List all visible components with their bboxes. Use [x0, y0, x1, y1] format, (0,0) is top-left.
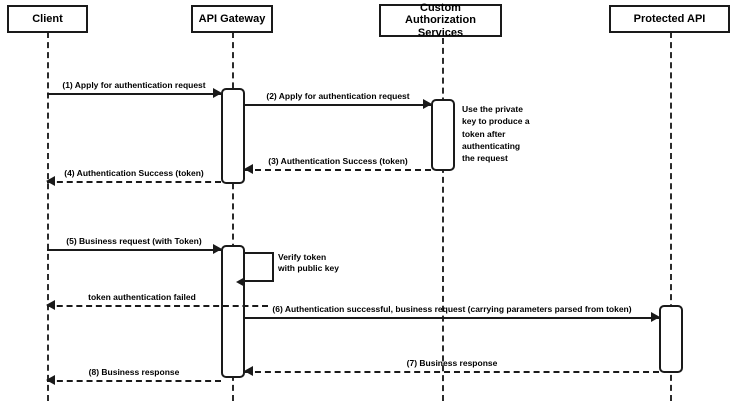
- arrowhead-left-icon: [46, 176, 55, 186]
- arrowhead-right-icon: [423, 99, 432, 109]
- message-2-label: (2) Apply for authentication request: [266, 91, 410, 101]
- message-1-label: (1) Apply for authentication request: [62, 80, 206, 90]
- message-token-auth-failed-line: [47, 305, 268, 307]
- participant-client[interactable]: Client: [7, 5, 88, 33]
- message-3-label: (3) Authentication Success (token): [268, 156, 408, 166]
- message-7-line: [245, 371, 659, 373]
- arrowhead-right-icon: [213, 88, 222, 98]
- lifeline-client: [47, 32, 49, 401]
- arrowhead-left-icon: [244, 164, 253, 174]
- message-6-line: [245, 317, 659, 319]
- self-message-verify-token-label: Verify token with public key: [278, 252, 339, 274]
- message-4-line: [47, 181, 221, 183]
- arrowhead-right-icon: [651, 312, 660, 322]
- lifeline-custom-auth: [442, 38, 444, 401]
- participant-protected-api-label: Protected API: [633, 12, 706, 25]
- activation-protected-api-1[interactable]: [659, 305, 683, 373]
- lifeline-api-gateway: [232, 32, 234, 401]
- message-4-label: (4) Authentication Success (token): [64, 168, 204, 178]
- self-message-verify-token[interactable]: [236, 252, 274, 287]
- participant-protected-api[interactable]: Protected API: [609, 5, 730, 33]
- note-private-key: Use the private key to produce a token a…: [462, 104, 530, 164]
- message-2-line: [245, 104, 431, 106]
- message-5-line: [47, 249, 221, 251]
- activation-api-gateway-1[interactable]: [221, 88, 245, 184]
- participant-client-label: Client: [32, 12, 63, 25]
- activation-api-gateway-2[interactable]: [221, 245, 245, 378]
- message-8-label: (8) Business response: [88, 367, 180, 377]
- participant-custom-auth-label: Custom Authorization Services: [405, 1, 476, 39]
- arrowhead-left-icon: [236, 277, 245, 287]
- message-5-label: (5) Business request (with Token): [66, 236, 202, 246]
- lifeline-protected-api: [670, 32, 672, 401]
- arrowhead-left-icon: [244, 366, 253, 376]
- message-7-label: (7) Business response: [406, 358, 498, 368]
- message-8-line: [47, 380, 221, 382]
- arrowhead-left-icon: [46, 375, 55, 385]
- arrowhead-right-icon: [213, 244, 222, 254]
- message-token-auth-failed-label: token authentication failed: [88, 292, 196, 302]
- participant-custom-auth[interactable]: Custom Authorization Services: [379, 1, 502, 39]
- participant-api-gateway-label: API Gateway: [198, 12, 266, 25]
- arrowhead-left-icon: [46, 300, 55, 310]
- message-3-line: [245, 169, 431, 171]
- message-6-label: (6) Authentication successful, business …: [272, 304, 632, 314]
- message-1-line: [47, 93, 221, 95]
- activation-custom-auth-1[interactable]: [431, 99, 455, 171]
- participant-api-gateway[interactable]: API Gateway: [191, 5, 273, 33]
